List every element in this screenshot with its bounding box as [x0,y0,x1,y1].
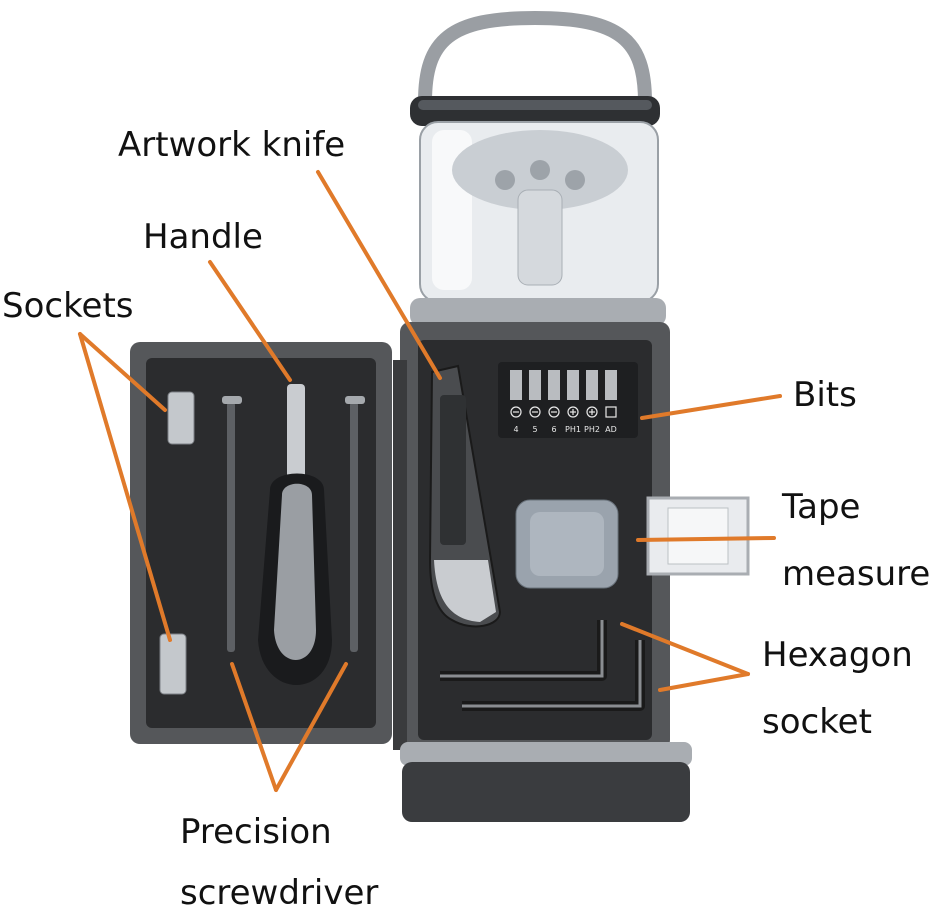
lantern-collar [410,298,666,326]
label-handle: Handle [143,217,263,257]
label-artwork-knife: Artwork knife [118,125,346,165]
bit-label-0: 4 [513,425,518,434]
leader-precision-right [274,662,348,792]
leader-precision-left [230,662,278,792]
label-precision-line2: screwdriver [180,873,379,913]
label-tape-line2: measure [782,554,931,594]
bits-row [510,370,617,400]
leader-artwork-knife [316,170,442,380]
label-hexagon-line2: socket [762,702,872,742]
bit-label-5: AD [605,425,617,434]
precision-screwdriver-left [227,402,235,652]
leader-tape-measure [636,536,776,542]
bit-label-3: PH1 [565,425,581,434]
socket-top [167,391,195,445]
label-bits: Bits [793,375,857,415]
lantern-base [402,762,690,822]
leader-sockets-bottom [78,332,172,642]
bit-label-4: PH2 [584,425,600,434]
leader-handle [208,260,292,382]
bit-label-1: 5 [532,425,537,434]
bit-label-2: 6 [551,425,556,434]
leader-bits [640,394,782,420]
leader-sockets-top [78,332,167,412]
lantern-base-ring [400,742,692,766]
precision-screwdriver-right [350,402,358,652]
case-hinge [393,360,407,750]
socket-bottom [159,633,187,695]
bit-symbols [510,406,617,418]
label-sockets: Sockets [2,286,134,326]
leader-hexagon-1 [620,622,750,676]
label-hexagon-line1: Hexagon [762,635,913,675]
leader-hexagon-2 [658,672,750,692]
label-tape-line1: Tape [782,487,861,527]
label-precision-line1: Precision [180,812,332,852]
lantern-handle [418,10,652,103]
